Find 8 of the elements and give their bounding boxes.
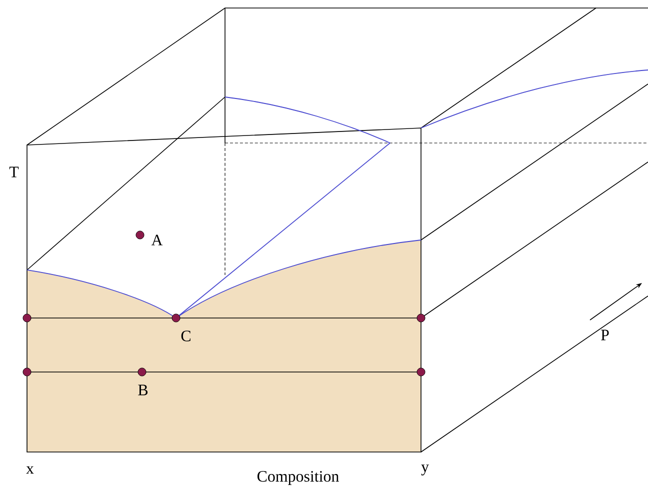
point-label: B [138,384,148,396]
point-label: C [181,330,190,342]
axis-label: y [421,464,429,476]
axis-label: T [9,166,19,178]
axis-label: x [26,466,34,474]
axis-label: Composition [257,471,339,485]
axis-label: P [601,330,609,340]
point-label: A [151,234,163,246]
